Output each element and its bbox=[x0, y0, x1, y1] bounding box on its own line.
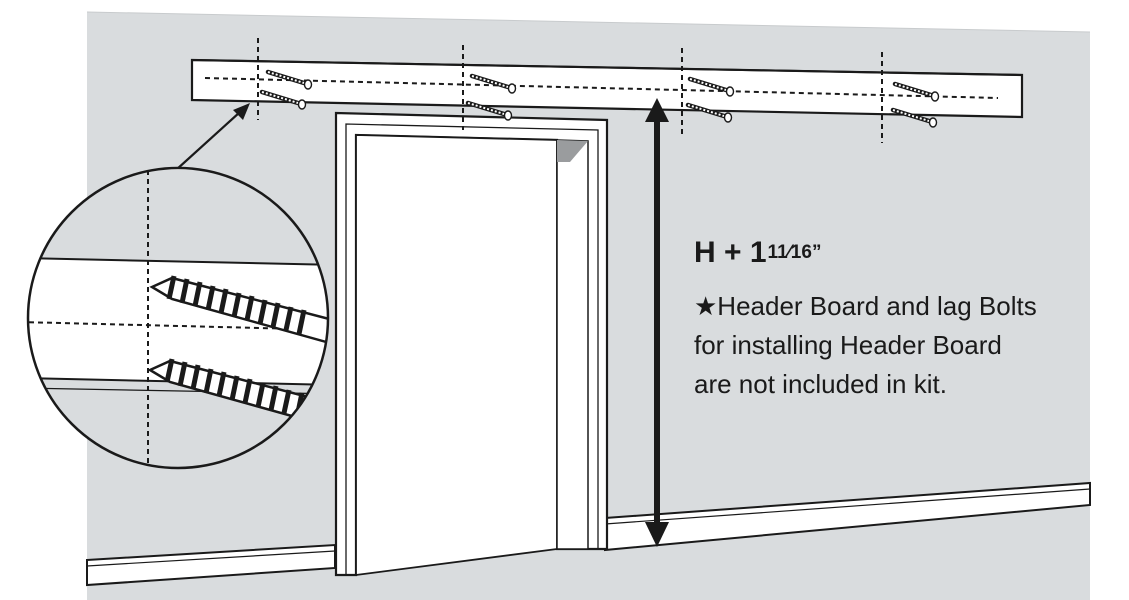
installation-note: ★Header Board and lag Bolts for installi… bbox=[694, 287, 1114, 404]
door-frame bbox=[334, 111, 609, 577]
dimension-main: H + 1 bbox=[694, 236, 767, 269]
callout-arrow bbox=[175, 103, 250, 171]
magnified-detail bbox=[26, 166, 330, 470]
door-opening bbox=[355, 134, 558, 577]
dimension-fraction: 11⁄16” bbox=[767, 242, 822, 263]
board-center-line bbox=[204, 77, 999, 99]
height-dimension-arrow bbox=[645, 98, 669, 547]
note-line-2: for installing Header Board bbox=[694, 330, 1002, 360]
height-dimension-label: H + 111⁄16” bbox=[694, 236, 821, 270]
header-board bbox=[190, 38, 1024, 143]
note-line-3: are not included in kit. bbox=[694, 369, 947, 399]
note-line-1: ★Header Board and lag Bolts bbox=[694, 291, 1037, 321]
